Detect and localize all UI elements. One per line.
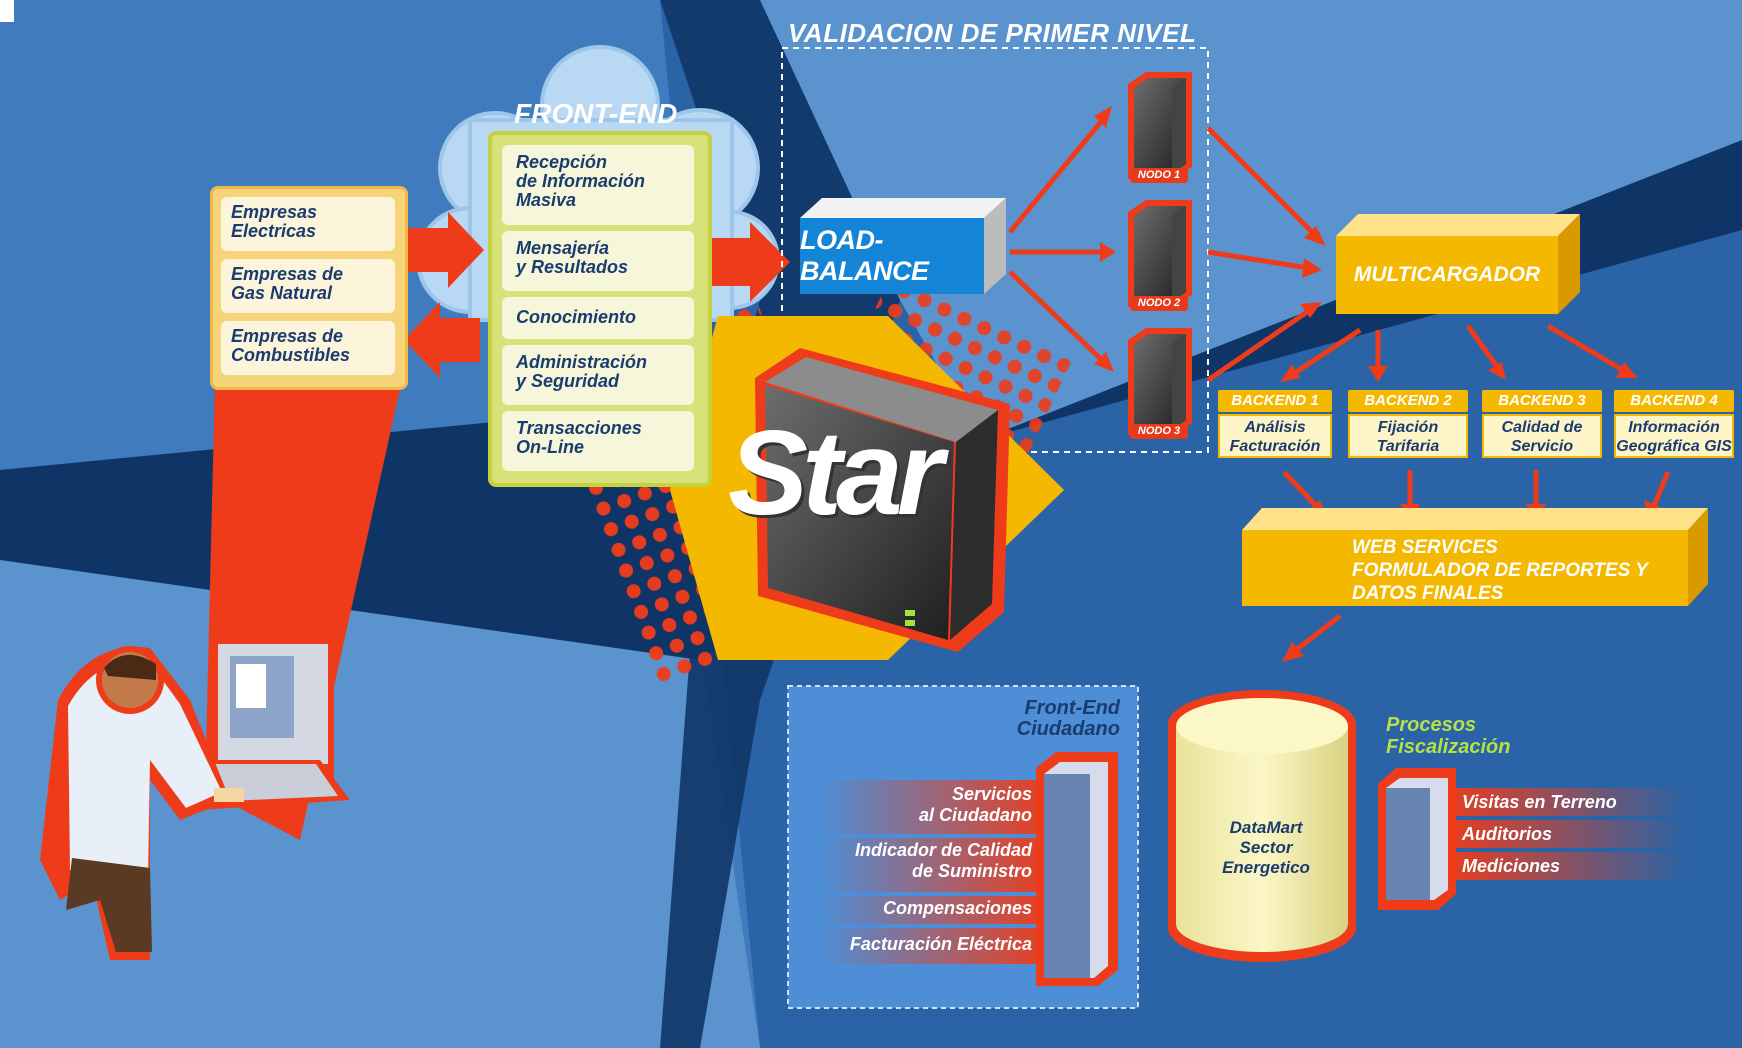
ciudadano-pillar — [1036, 752, 1118, 986]
star-logo-text: Star — [728, 406, 943, 540]
company-electricas[interactable]: Empresas Electricas — [221, 197, 395, 251]
node-servers — [1128, 72, 1192, 435]
fe-item-transacciones[interactable]: Transacciones On-Line — [502, 411, 694, 471]
fe-item-mensajeria[interactable]: Mensajería y Resultados — [502, 231, 694, 291]
node-2-label: NODO 2 — [1130, 296, 1188, 311]
arrow-from-frontend — [404, 302, 480, 378]
proceso-auditorios[interactable]: Auditorios — [1462, 824, 1552, 844]
web-services-box[interactable]: WEB SERVICES FORMULADOR DE REPORTES Y DA… — [1242, 530, 1688, 606]
backend-1-head: BACKEND 1 — [1218, 390, 1332, 412]
datamart-label: DataMart Sector Energetico — [1222, 818, 1310, 877]
star-server — [755, 348, 1010, 652]
company-gas-natural[interactable]: Empresas de Gas Natural — [221, 259, 395, 313]
validation-caption: VALIDACION DE PRIMER NIVEL — [788, 18, 1197, 48]
service-facturacion-electrica[interactable]: Facturación Eléctrica — [849, 934, 1032, 954]
company-combustibles[interactable]: Empresas de Combustibles — [221, 321, 395, 375]
backend-4-head: BACKEND 4 — [1614, 390, 1734, 412]
arrow-to-frontend — [408, 212, 484, 288]
front-end-panel: Recepción de Información Masiva Mensajer… — [488, 131, 712, 487]
backend-3-head: BACKEND 3 — [1482, 390, 1602, 412]
fe-item-conocimiento[interactable]: Conocimiento — [502, 297, 694, 339]
validation-box — [781, 47, 1209, 453]
backend-1-box[interactable]: Análisis Facturación — [1218, 414, 1332, 458]
procesos-bars — [1452, 788, 1688, 880]
procesos-title: Procesos Fiscalización — [1386, 714, 1511, 758]
backend-2-box[interactable]: Fijación Tarifaria — [1348, 414, 1468, 458]
companies-panel: Empresas Electricas Empresas de Gas Natu… — [210, 186, 408, 390]
service-bars — [820, 780, 1044, 964]
backend-4-box[interactable]: Información Geográfica GIS — [1614, 414, 1734, 458]
proceso-visitas-terreno[interactable]: Visitas en Terreno — [1462, 792, 1617, 812]
node-1-label: NODO 1 — [1130, 168, 1188, 183]
load-balance-box[interactable]: LOAD-BALANCE — [800, 218, 984, 294]
fe-item-administracion[interactable]: Administración y Seguridad — [502, 345, 694, 405]
service-servicios-ciudadano[interactable]: Servicios al Ciudadano — [918, 784, 1032, 825]
service-indicador-calidad[interactable]: Indicador de Calidad de Suministro — [854, 840, 1032, 881]
node-3-label: NODO 3 — [1130, 424, 1188, 439]
front-end-ciudadano-title: Front-End Ciudadano — [1016, 697, 1120, 740]
user-figure — [40, 638, 350, 960]
datamart-cylinder — [1168, 690, 1356, 962]
backend-3-box[interactable]: Calidad de Servicio — [1482, 414, 1602, 458]
procesos-pillar — [1378, 768, 1456, 910]
service-compensaciones[interactable]: Compensaciones — [882, 898, 1032, 918]
backend-2-head: BACKEND 2 — [1348, 390, 1468, 412]
proceso-mediciones[interactable]: Mediciones — [1462, 856, 1561, 876]
fe-item-recepcion[interactable]: Recepción de Información Masiva — [502, 145, 694, 225]
arrow-to-loadbalance — [712, 222, 790, 302]
front-end-title: FRONT-END — [514, 98, 678, 129]
multicargador-box[interactable]: MULTICARGADOR — [1336, 236, 1558, 314]
